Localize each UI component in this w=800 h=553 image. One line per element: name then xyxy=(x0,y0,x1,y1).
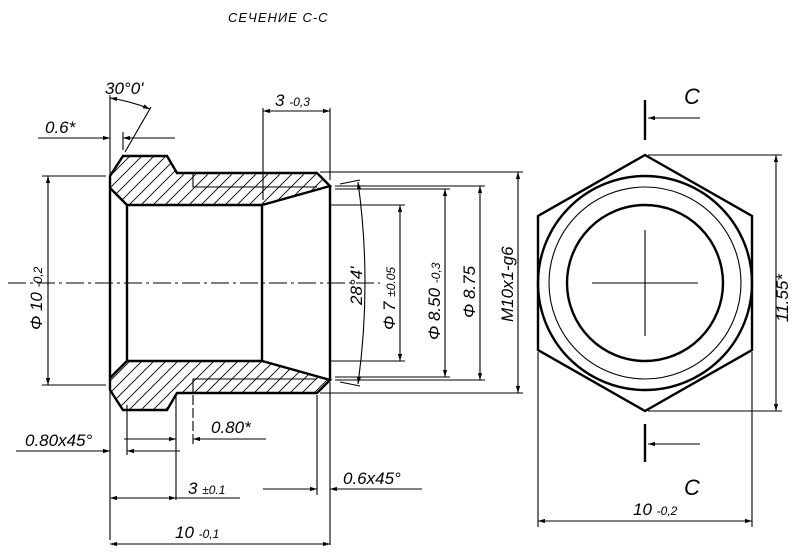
svg-text:Φ 8.75: Φ 8.75 xyxy=(460,265,479,318)
dim-bore-diameter: Φ 7 ±0.05 xyxy=(330,204,405,362)
svg-text:28°4': 28°4' xyxy=(347,266,366,306)
dim-hex-flats: 10 -0,2 xyxy=(537,352,753,527)
section-view xyxy=(8,150,448,415)
hatch-line xyxy=(303,156,330,205)
hatch-line xyxy=(171,361,233,410)
hatch-line xyxy=(110,361,161,410)
hatch-line xyxy=(195,361,257,410)
hatch-line xyxy=(219,156,281,205)
dim-diameter-850: Φ 8.50 -0,3 xyxy=(335,188,450,378)
svg-text:C: C xyxy=(684,475,700,500)
section-title: СЕЧЕНИЕ С-С xyxy=(228,10,329,25)
svg-text:0.80*: 0.80* xyxy=(211,418,252,437)
section-mark-top: C xyxy=(643,84,700,140)
svg-text:Φ 10 -0,2: Φ 10 -0,2 xyxy=(27,266,46,330)
dim-outer-diameter: Φ 10 -0,2 xyxy=(27,175,106,386)
hatch-line xyxy=(110,156,149,205)
hatch-line xyxy=(255,361,317,410)
hatch-line xyxy=(352,150,412,210)
dim-groove-length: 3 -0,3 xyxy=(262,91,331,200)
hexagon xyxy=(536,153,754,413)
hatch-line xyxy=(207,361,269,410)
hatch-line xyxy=(135,156,197,205)
dim-total-length: 10 -0,1 xyxy=(110,523,330,547)
dim-right-chamfer: 0.6x45° xyxy=(263,382,422,545)
hatch-line xyxy=(340,150,400,210)
svg-text:3 -0,3: 3 -0,3 xyxy=(275,91,310,110)
thread-circle xyxy=(548,186,742,380)
dim-hex-corners: 11.55* xyxy=(648,154,792,412)
hatch-line xyxy=(231,156,293,205)
hatch-line xyxy=(123,156,185,205)
part-outline-top xyxy=(108,154,333,207)
hex-view xyxy=(536,153,754,413)
hatch-line xyxy=(110,156,113,205)
svg-text:Φ 7 ±0.05: Φ 7 ±0.05 xyxy=(380,267,399,330)
hatch-line xyxy=(291,156,330,205)
dim-chamfer-width: 0.6* xyxy=(38,118,175,150)
hatch-line xyxy=(327,361,330,410)
hatch-line xyxy=(255,156,317,205)
svg-text:0.6x45°: 0.6x45° xyxy=(343,469,401,488)
hatch-line xyxy=(147,361,209,410)
hatch-line xyxy=(147,156,209,205)
hatch-line xyxy=(364,150,424,210)
dim-left-chamfer: 0.80x45° xyxy=(16,392,180,540)
part-outline-bottom xyxy=(108,359,333,412)
hatch-line xyxy=(110,156,125,205)
thread-lines xyxy=(192,173,317,393)
outer-circle xyxy=(536,174,754,392)
hatch-line xyxy=(111,361,173,410)
svg-text:Φ 8.50 -0,3: Φ 8.50 -0,3 xyxy=(425,262,444,340)
hatch-line xyxy=(291,361,330,410)
hatch-line xyxy=(195,156,257,205)
dim-diameter-875: Φ 8.75 xyxy=(335,185,485,381)
hatch-line xyxy=(364,355,424,415)
svg-text:0.6*: 0.6* xyxy=(45,118,77,137)
svg-text:30°0': 30°0' xyxy=(105,79,144,98)
dim-undercut: 0.80* xyxy=(124,395,266,500)
hatch-line xyxy=(40,150,100,210)
section-mark-bottom: C xyxy=(643,424,700,500)
hatch-line xyxy=(207,156,269,205)
hatch-line xyxy=(171,156,233,205)
hatch-line xyxy=(340,355,400,415)
svg-text:10 -0,2: 10 -0,2 xyxy=(633,500,678,519)
hatch-line xyxy=(376,355,436,415)
hatch-line xyxy=(110,361,149,410)
hatch-line xyxy=(388,355,448,415)
hatch-line xyxy=(135,361,197,410)
svg-text:C: C xyxy=(684,84,700,109)
hatch-line xyxy=(110,156,137,205)
dim-flange-length: 3 ±0.1 xyxy=(110,479,240,501)
hatch-line xyxy=(123,361,185,410)
hatch-line xyxy=(110,361,137,410)
hatch-line xyxy=(110,156,161,205)
svg-text:0.80x45°: 0.80x45° xyxy=(25,431,92,450)
dim-chamfer-angle: 30°0' xyxy=(105,79,152,176)
svg-text:M10x1-g6: M10x1-g6 xyxy=(498,246,517,322)
dim-thread: M10x1-g6 xyxy=(320,171,523,394)
hatch-line xyxy=(376,150,436,210)
svg-text:11.55*: 11.55* xyxy=(773,273,792,322)
svg-text:3 ±0.1: 3 ±0.1 xyxy=(188,479,225,498)
bore-circle xyxy=(565,203,725,363)
hatch-line xyxy=(231,361,293,410)
hatching-top xyxy=(40,150,448,210)
dim-cone-angle: 28°4' xyxy=(339,179,366,387)
svg-text:10 -0,1: 10 -0,1 xyxy=(175,523,219,542)
hatch-line xyxy=(388,150,448,210)
